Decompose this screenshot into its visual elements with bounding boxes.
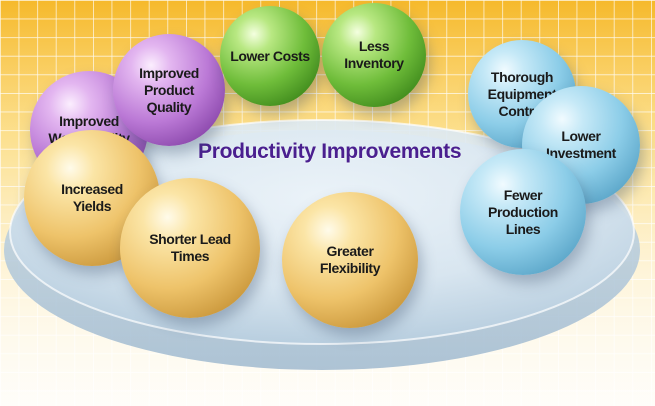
sphere-label: Improved Product Quality [139, 64, 199, 115]
sphere-label: Lower Investment [546, 128, 616, 161]
sphere-label: Shorter Lead Times [149, 231, 231, 264]
sphere-label: Greater Flexibility [319, 243, 381, 276]
sphere-shorter-lead-times: Shorter Lead Times [120, 178, 260, 318]
sphere-label: Fewer Production Lines [488, 186, 558, 237]
sphere-label: Less Inventory [344, 38, 404, 71]
sphere-label: Increased Yields [61, 181, 123, 214]
sphere-less-inventory: Less Inventory [322, 3, 426, 107]
sphere-label: Lower Costs [230, 47, 310, 64]
sphere-lower-costs: Lower Costs [220, 6, 320, 106]
sphere-improved-product-quality: Improved Product Quality [113, 34, 225, 146]
sphere-greater-flexibility: Greater Flexibility [282, 192, 418, 328]
sphere-fewer-production-lines: Fewer Production Lines [460, 149, 586, 275]
diagram-title: Productivity Improvements [198, 140, 462, 163]
